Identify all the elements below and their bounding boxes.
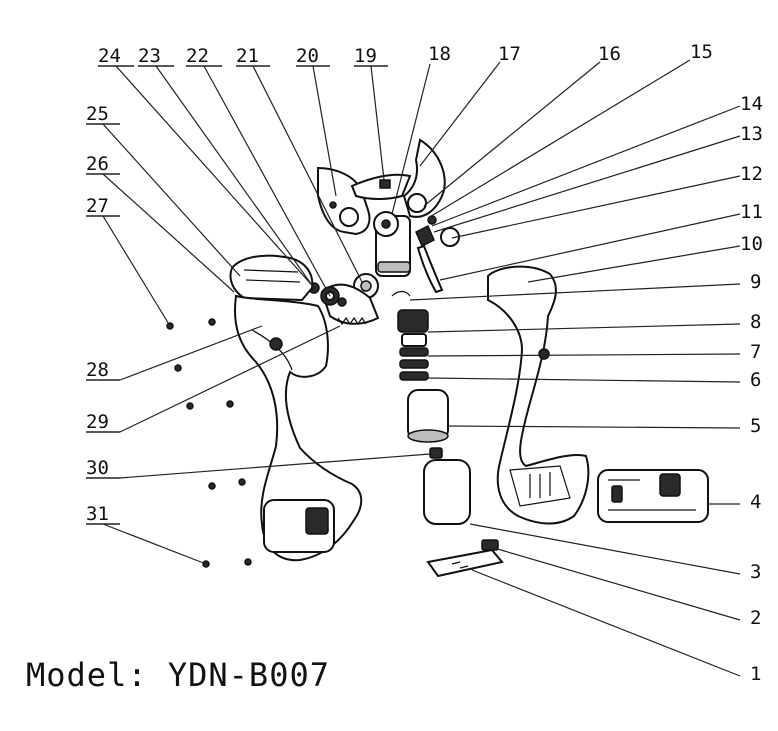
callout-27: 27 xyxy=(86,195,109,217)
callout-11: 11 xyxy=(740,201,763,223)
callout-20: 20 xyxy=(296,45,319,67)
model-name: YDN-B007 xyxy=(167,656,330,694)
callout-7: 7 xyxy=(750,341,761,363)
callout-1: 1 xyxy=(750,663,761,685)
model-caption: Model: YDN-B007 xyxy=(26,656,330,694)
callout-30: 30 xyxy=(86,457,109,479)
spring-shaft-part xyxy=(391,290,429,381)
callout-28: 28 xyxy=(86,359,109,381)
callout-17: 17 xyxy=(498,43,521,65)
battery-part xyxy=(597,469,709,523)
callout-24: 24 xyxy=(98,45,121,67)
callout-3: 3 xyxy=(750,561,761,583)
callout-22: 22 xyxy=(186,45,209,67)
fixed-blade-part xyxy=(317,166,371,236)
callout-12: 12 xyxy=(740,163,763,185)
callout-25: 25 xyxy=(86,103,109,125)
callout-8: 8 xyxy=(750,311,761,333)
motor-part xyxy=(407,389,449,443)
callout-14: 14 xyxy=(740,93,763,115)
callout-31: 31 xyxy=(86,503,109,525)
lever-and-pins-part xyxy=(415,215,460,294)
callout-9: 9 xyxy=(750,271,761,293)
leader-lines xyxy=(86,59,741,677)
callout-4: 4 xyxy=(750,491,761,513)
callout-23: 23 xyxy=(138,45,161,67)
housing-front-part xyxy=(229,254,314,302)
callout-15: 15 xyxy=(690,41,713,63)
callout-18: 18 xyxy=(428,43,451,65)
callout-5: 5 xyxy=(750,415,761,437)
blade-cover-part xyxy=(350,173,412,200)
callout-6: 6 xyxy=(750,369,761,391)
right-handle-part xyxy=(487,265,590,525)
screws-part xyxy=(166,318,252,568)
callout-13: 13 xyxy=(740,123,763,145)
callout-29: 29 xyxy=(86,411,109,433)
callout-16: 16 xyxy=(598,43,621,65)
blade-holder-part xyxy=(373,211,411,277)
callout-26: 26 xyxy=(86,153,109,175)
callout-19: 19 xyxy=(354,45,377,67)
callout-21: 21 xyxy=(236,45,259,67)
callout-10: 10 xyxy=(740,233,763,255)
base-plate-part xyxy=(426,539,504,578)
cylinder-part xyxy=(423,447,471,525)
left-handle-part xyxy=(234,294,363,562)
callout-labels: 24 23 22 21 20 19 18 17 16 15 14 13 12 1… xyxy=(86,41,763,685)
model-prefix: Model: xyxy=(26,656,148,694)
callout-2: 2 xyxy=(750,607,761,629)
